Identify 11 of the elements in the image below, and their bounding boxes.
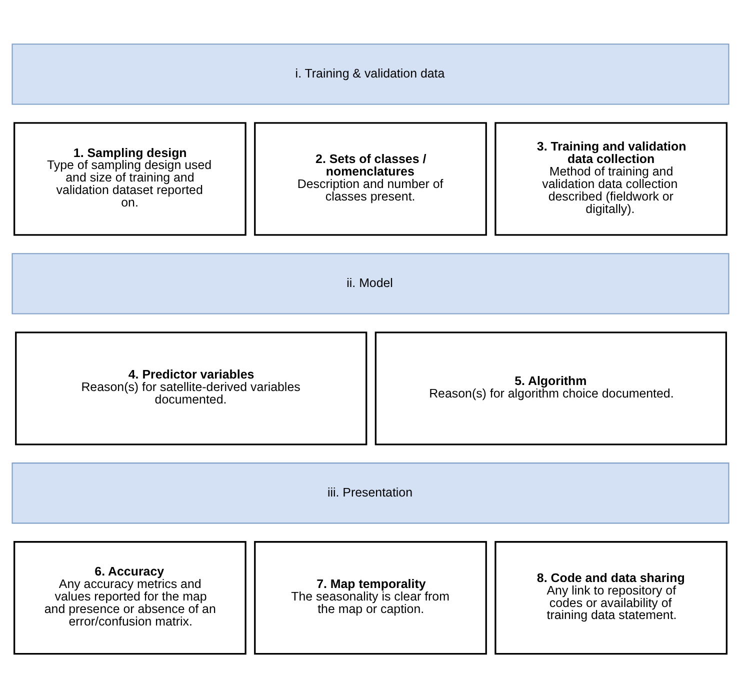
node-box: 4. Predictor variables Reason(s) for satellite-derived variables documented. (15, 332, 368, 446)
node-box: 1. Sampling design Type of sampling design used and size of training and validation dataset reported on. (14, 122, 246, 236)
node-box: iii. Presentation (12, 462, 730, 524)
node-box: 5. Algorithm Reason(s) for algorithm choice documented. (374, 332, 727, 446)
node-box: 2. Sets of classes / nomenclatures Description and number of classes present. (254, 122, 487, 236)
node-box: 3. Training and validation data collection Method of training and validation data collection described (fieldwork or digitally). (494, 122, 728, 236)
node-box: ii. Model (12, 253, 730, 314)
node-box: 7. Map temporality The seasonality is clear from the map or caption. (254, 541, 487, 655)
node-box: 8. Code and data sharing Any link to repository of codes or availability of training data statement. (494, 541, 728, 655)
node-box: 6. Accuracy Any accuracy metrics and values reported for the map and presence or absence of an error/confusion matrix. (14, 541, 246, 655)
node-box: i. Training & validation data (12, 44, 730, 105)
